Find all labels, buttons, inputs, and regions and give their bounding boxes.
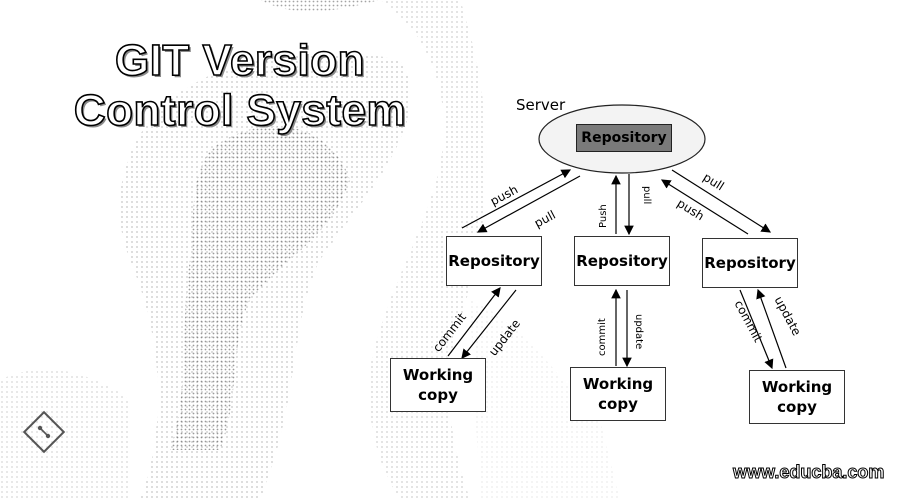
arrow-commit-left (447, 287, 501, 357)
arrow-update-right (756, 288, 787, 369)
server-label: Server (516, 96, 566, 114)
repository-middle: Repository (574, 236, 670, 286)
label-update-middle: update (633, 314, 644, 350)
repository-left: Repository (446, 236, 542, 286)
working-copy-middle-label: Working copy (582, 375, 654, 413)
page-title: GIT Version Control System (30, 35, 450, 136)
working-copy-right-label: Working copy (761, 378, 833, 416)
working-copy-left-label: Working copy (402, 366, 474, 404)
arrow-pull-left (476, 175, 581, 233)
arrow-pull-right (671, 169, 772, 233)
repository-right: Repository (702, 238, 798, 288)
repository-left-label: Repository (448, 252, 540, 270)
watermark-url: www.educba.com (732, 462, 885, 483)
label-pull-middle: pull (641, 186, 652, 205)
label-push-middle: Push (598, 204, 609, 228)
arrow-update-left (461, 289, 517, 359)
arrow-commit-right (739, 289, 774, 370)
repository-right-label: Repository (704, 254, 796, 272)
git-logo-icon (22, 410, 66, 454)
repository-middle-label: Repository (576, 252, 668, 270)
working-copy-middle: Working copy (570, 367, 666, 421)
arrow-push-right (660, 179, 749, 235)
server-repository: Repository (576, 124, 672, 152)
title-line-1: GIT Version (114, 35, 365, 86)
label-commit-middle: commit (597, 318, 608, 356)
working-copy-left: Working copy (390, 358, 486, 412)
working-copy-right: Working copy (749, 370, 845, 424)
title-line-2: Control System (73, 85, 407, 136)
arrow-push-left (461, 169, 572, 229)
